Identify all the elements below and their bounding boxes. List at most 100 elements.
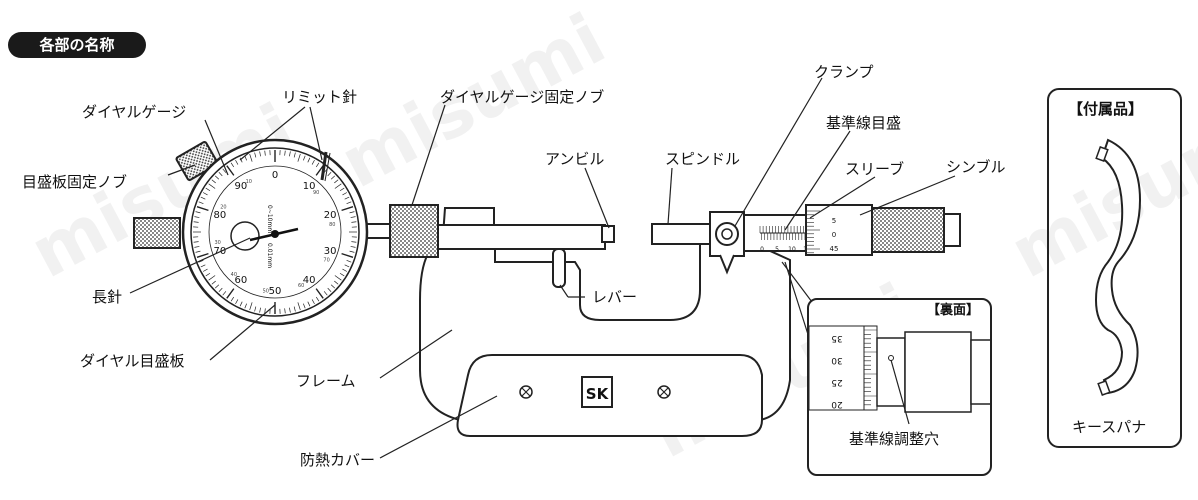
dial-tick: [239, 157, 243, 163]
dial-tick: [342, 192, 348, 196]
dial-tick: [289, 307, 291, 313]
dial-tick: [249, 153, 253, 162]
thimble-number: 45: [830, 245, 839, 253]
dial-number: 10: [303, 181, 316, 192]
dial-small-number: 40: [231, 272, 237, 278]
label-heat-cover: 防熱カバー: [300, 451, 376, 469]
dial-tick: [214, 175, 220, 180]
dial-tick: [303, 303, 306, 309]
spindle: [651, 223, 713, 245]
dial-tick: [350, 246, 356, 248]
accessories-box: [1047, 88, 1182, 448]
dial-tick: [334, 280, 339, 285]
sleeve-number: 0: [760, 246, 764, 253]
reference-adjust-hole-label: 基準線調整穴: [849, 430, 940, 448]
dial-number: 90: [235, 181, 248, 192]
dial-tick: [264, 308, 266, 314]
back-number: 20: [831, 399, 843, 409]
label-thimble: シンブル: [946, 158, 1006, 176]
dial-number: 50: [269, 286, 282, 297]
back-side-title: 【裏面】: [927, 303, 980, 318]
dial-tick: [342, 268, 348, 272]
dial-tick: [226, 288, 235, 299]
dial-tick: [214, 284, 220, 289]
dial-tick: [284, 150, 286, 156]
label-reference-line-scale: 基準線目盛: [826, 114, 902, 132]
dial-tick: [249, 302, 253, 311]
dial-tick: [226, 165, 235, 176]
thimble-number: 5: [832, 217, 836, 225]
label-frame: フレーム: [296, 372, 356, 390]
dial-tick: [230, 296, 235, 302]
dial-tick: [289, 151, 291, 157]
dial-tick: [254, 306, 257, 312]
dial-tick: [259, 151, 261, 157]
dial-tick: [235, 159, 239, 165]
dial-tick: [193, 241, 199, 243]
dial-tick: [351, 221, 357, 223]
label-dial-gauge-fixing-knob: ダイヤルゲージ固定ノブ: [440, 88, 605, 106]
dial-tick: [198, 201, 204, 204]
label-lever: レバー: [592, 288, 638, 306]
dial-tick: [200, 264, 206, 268]
anvil: [601, 225, 615, 243]
dial-number: 40: [303, 275, 316, 286]
dial-tick: [198, 260, 204, 263]
label-dial-gauge: ダイヤルゲージ: [82, 103, 187, 121]
back-number: 25: [831, 377, 842, 387]
label-dial-scale-plate: ダイヤル目盛板: [80, 352, 185, 370]
dial-tick: [330, 175, 336, 180]
revolution-counter: [230, 221, 260, 251]
dial-tick: [195, 250, 201, 253]
dial-tick: [222, 168, 227, 173]
dial-tick: [297, 153, 301, 162]
anvil-tube: [434, 224, 606, 250]
dial-tick: [196, 252, 209, 259]
dial-tick: [208, 183, 216, 189]
dial-tick: [327, 171, 332, 177]
dial-tick: [293, 152, 296, 158]
label-scale-plate-fixing-knob: 目盛板固定ノブ: [22, 173, 128, 191]
limit-needle: [320, 151, 328, 181]
dial-tick: [235, 299, 239, 305]
dial-tick: [196, 205, 209, 212]
dial-tick: [193, 221, 199, 223]
dial-tick: [297, 302, 301, 311]
dial-ticks: [193, 150, 357, 314]
dial-tick: [307, 301, 311, 307]
label-key-spanner: キースパナ: [1072, 418, 1147, 436]
dial-tick: [194, 216, 200, 218]
dial-gauge-fixing-knob: [389, 204, 439, 258]
logo-box: [581, 376, 613, 408]
back-side-inset: 35 30 25 20 【裏面】 基準線調整穴: [807, 298, 992, 476]
dial-tick: [311, 299, 315, 305]
dial-tick: [330, 284, 336, 289]
dial-tick: [341, 205, 354, 212]
logo: SK: [586, 385, 610, 403]
sleeve-number: 5: [775, 246, 779, 253]
back-number: 35: [831, 333, 842, 343]
dial-tick: [315, 165, 324, 176]
dial-tick: [351, 241, 357, 243]
dial-tick: [218, 171, 223, 177]
back-number: 30: [831, 355, 843, 365]
reference-adjust-hole: [888, 355, 894, 361]
dial-tick: [211, 179, 216, 184]
dial-tick: [208, 275, 216, 281]
ratchet-knob: [871, 207, 945, 253]
dial-tick: [264, 150, 266, 156]
dial-tick: [222, 291, 227, 296]
label-spindle: スピンドル: [665, 150, 741, 168]
dial-number: 60: [235, 275, 248, 286]
dial-small-number: 60: [298, 283, 304, 289]
dial-tick: [205, 272, 211, 277]
dial-tick: [344, 264, 350, 268]
dial-tick: [244, 303, 247, 309]
dial-tick: [202, 192, 208, 196]
dial-tick: [327, 287, 332, 293]
label-clamp: クランプ: [814, 63, 874, 81]
back-thimble: [904, 331, 972, 413]
dial-small-number: 70: [323, 257, 329, 263]
label-long-needle: 長針: [92, 288, 123, 306]
